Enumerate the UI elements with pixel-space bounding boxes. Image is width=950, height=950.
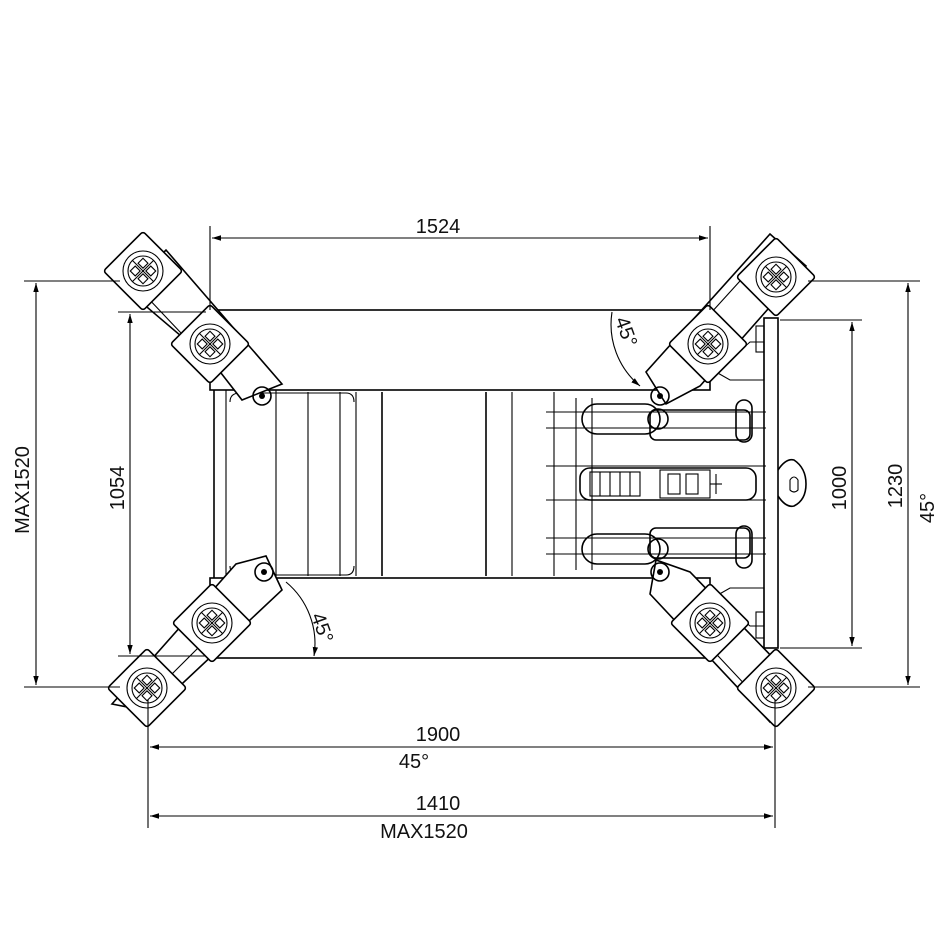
dim-bottom-1: 1900 xyxy=(416,724,461,746)
end-plate xyxy=(763,317,779,649)
lift-mechanism xyxy=(546,317,807,649)
angle-arc-bottom xyxy=(285,581,319,657)
arm-top-left xyxy=(102,230,284,406)
arm-bottom-left xyxy=(106,555,283,729)
arm-bottom-right xyxy=(649,558,817,729)
arm-angle-top: 45° xyxy=(610,314,641,350)
angle-arc-top xyxy=(610,311,641,387)
dim-top-width: 1524 xyxy=(416,216,461,238)
top-runway xyxy=(209,309,711,391)
dim-left-max: MAX1520 xyxy=(12,446,34,534)
dim-left-inner: 1054 xyxy=(107,466,129,511)
dim-bottom-2: 1410 xyxy=(416,793,461,815)
arm-angle-bottom: 45° xyxy=(306,610,337,646)
dim-right-inner: 1000 xyxy=(829,466,851,511)
dim-bottom-max: MAX1520 xyxy=(380,821,468,843)
dim-right-angle: 45° xyxy=(917,493,939,523)
arm-top-right xyxy=(645,232,817,406)
lift-frame xyxy=(209,309,711,659)
dim-bottom-angle: 45° xyxy=(399,751,429,773)
dim-right-outer: 1230 xyxy=(885,464,907,509)
dimension-lines xyxy=(24,226,920,828)
bottom-runway xyxy=(209,577,711,659)
